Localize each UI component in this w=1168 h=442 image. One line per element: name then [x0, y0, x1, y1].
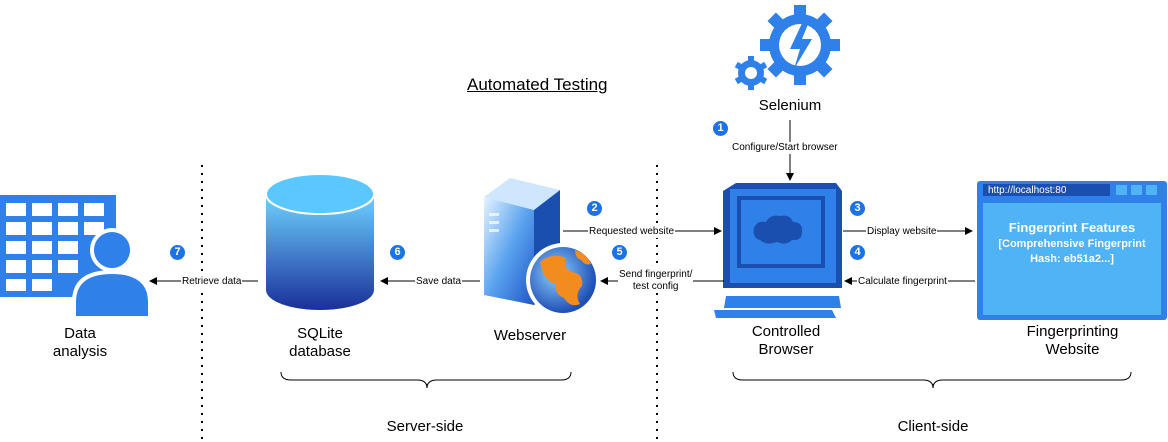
fingerprint-hash-line2: Hash: eb51a2...]	[1030, 253, 1114, 265]
data-analysis-label-line1: Data	[64, 325, 96, 342]
step-1-label: Configure/Start browser	[731, 142, 839, 154]
sqlite-label: SQLite database	[255, 325, 385, 361]
step-badge-1: 1	[713, 121, 728, 136]
globe-icon	[526, 243, 600, 317]
step-4-label: Calculate fingerprint	[857, 276, 948, 288]
step-6-label: Save data	[415, 276, 463, 288]
step-badge-7: 7	[170, 245, 185, 260]
server-side-label: Server-side	[386, 418, 464, 435]
step-3-label: Display website	[866, 226, 938, 238]
database-icon	[265, 173, 375, 310]
fingerprinting-website-label-line1: Fingerprinting	[1026, 323, 1119, 340]
step-7-label: Retrieve data	[181, 276, 243, 288]
fingerprint-hash-text: [Comprehensive Fingerprint Hash: eb51a2.…	[983, 237, 1161, 267]
controlled-browser-label-line2: Browser	[758, 341, 814, 358]
fingerprinting-website-label-line2: Website	[1045, 341, 1100, 358]
person-icon	[72, 228, 152, 320]
step-5-label-line1: Send fingerprint/	[619, 269, 693, 280]
client-side-label: Client-side	[897, 418, 969, 435]
fingerprint-hash-line1: [Comprehensive Fingerprint	[998, 238, 1146, 250]
fingerprinting-website-label: Fingerprinting Website	[1000, 323, 1145, 359]
diagram-title: Automated Testing	[467, 75, 608, 94]
gear-icon	[734, 5, 840, 90]
step-5-label-line2: test config	[632, 281, 679, 292]
step-badge-6: 6	[390, 245, 405, 260]
selenium-label: Selenium	[758, 97, 822, 114]
step-5-label: Send fingerprint/ test config	[618, 269, 694, 293]
brace-client-side	[732, 371, 1132, 389]
controlled-browser-label: Controlled Browser	[716, 323, 856, 359]
step-badge-4: 4	[850, 245, 865, 260]
monitor-icon	[714, 183, 842, 318]
brace-server-side	[280, 371, 572, 389]
sqlite-label-line1: SQLite	[297, 325, 343, 342]
data-analysis-label: Data analysis	[25, 325, 135, 361]
step-badge-5: 5	[612, 245, 627, 260]
webserver-label: Webserver	[493, 327, 567, 344]
step-badge-3: 3	[850, 201, 865, 216]
step-badge-2: 2	[587, 201, 602, 216]
data-analysis-label-line2: analysis	[52, 343, 108, 360]
sqlite-label-line2: database	[289, 343, 351, 360]
controlled-browser-label-line1: Controlled	[751, 323, 821, 340]
url-bar-text: http://localhost:80	[988, 185, 1067, 196]
fingerprint-features-heading: Fingerprint Features	[1008, 220, 1136, 235]
step-2-label: Requested website	[588, 226, 676, 238]
browser-window-icon	[977, 181, 1167, 320]
